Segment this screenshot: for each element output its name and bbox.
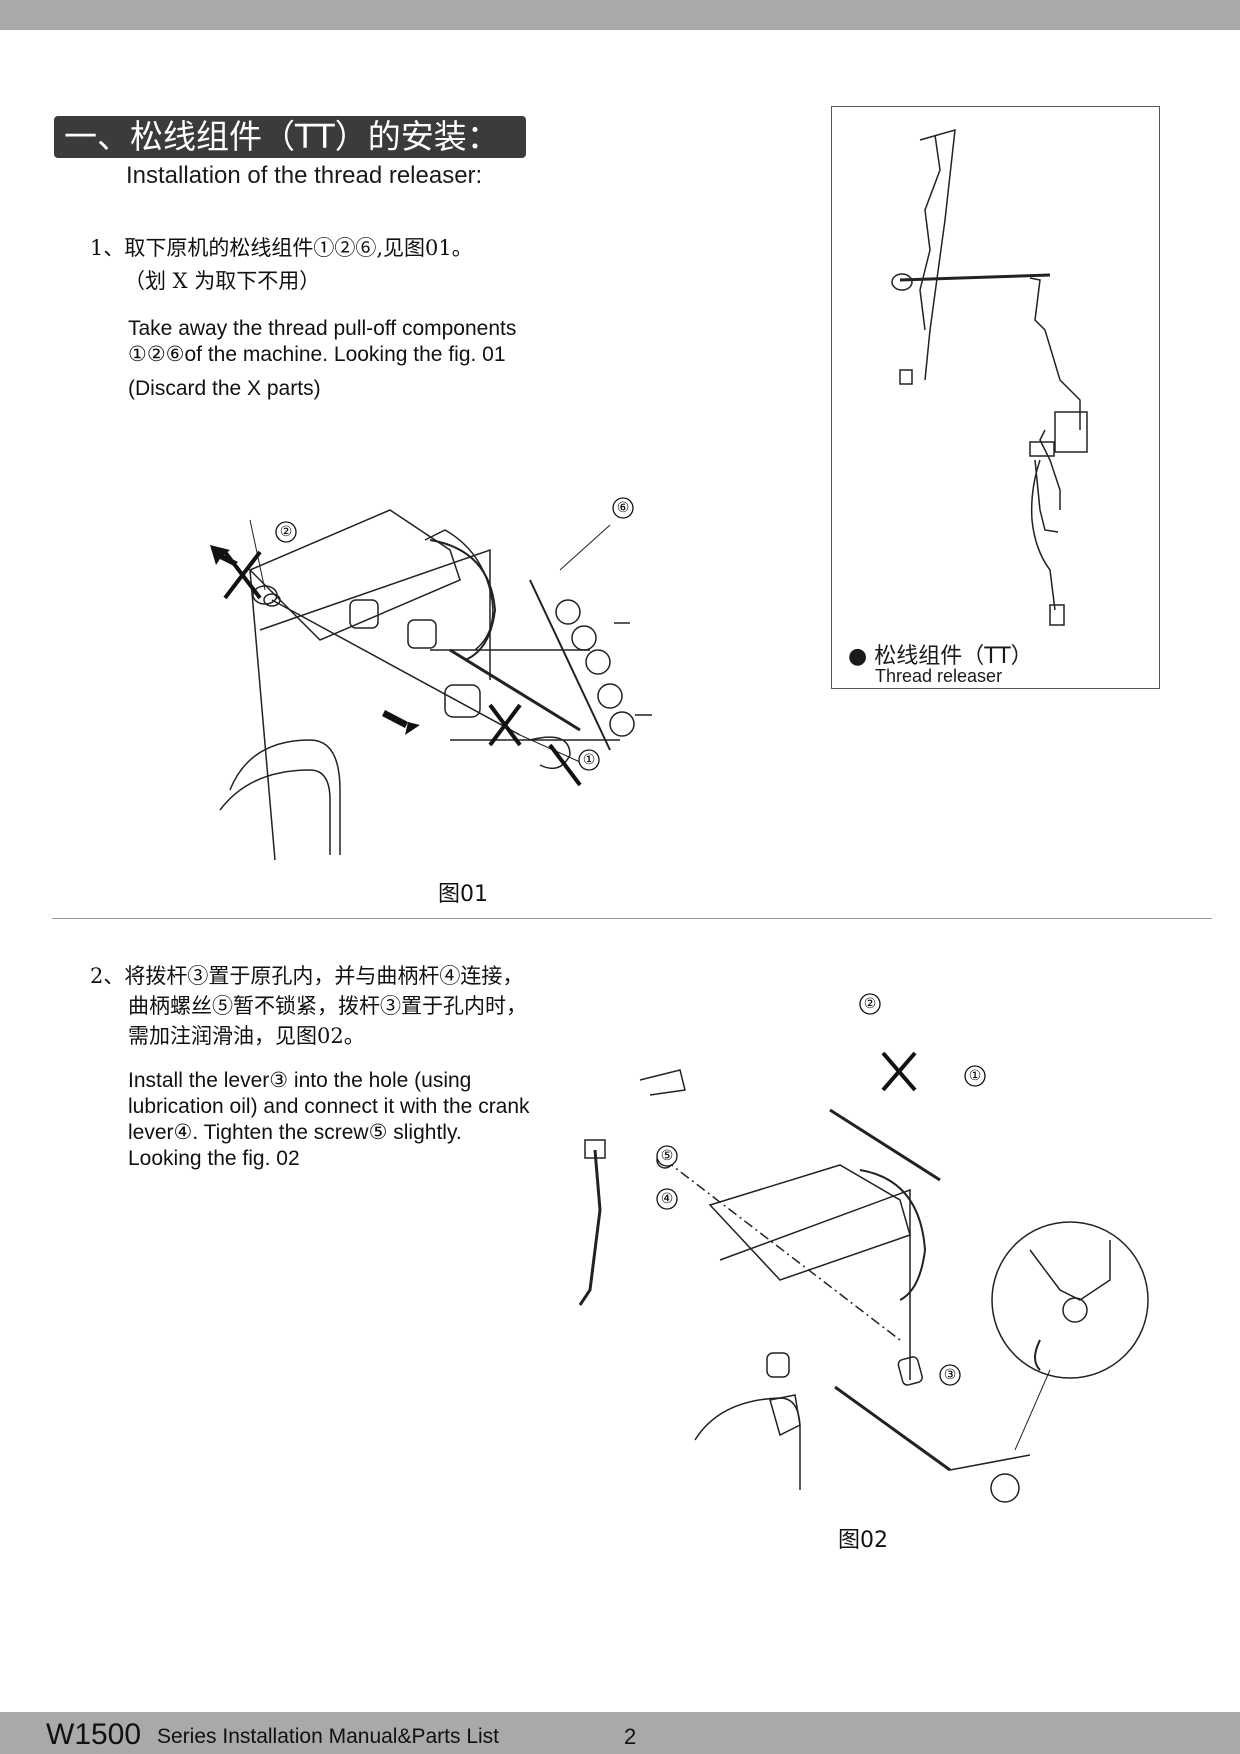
machine-base-opening [229, 739, 341, 855]
crank-lever-4 [578, 1149, 602, 1306]
bottom-bar [0, 1712, 1240, 1754]
svg-text:①: ① [969, 1068, 982, 1084]
fig02-bush-2 [766, 1352, 790, 1378]
step1-en-line3: (Discard the X parts) [128, 377, 321, 400]
step2-cn-line3: 需加注润滑油，见图02。 [128, 1024, 365, 1048]
releaser-lever [1039, 429, 1061, 510]
section-subtitle: Installation of the thread releaser: [126, 162, 483, 189]
svg-text:①: ① [583, 752, 596, 768]
detail-e-ring [1034, 1339, 1041, 1371]
fig02-axis [664, 1159, 901, 1341]
svg-text:⑥: ⑥ [617, 500, 630, 516]
fig02-base-opening [694, 1397, 801, 1490]
figure-02-drawing: ② ① ⑤ ④ ③ [578, 993, 1149, 1503]
releaser-plate [1054, 411, 1088, 453]
step2-en-line1: Install the lever③ into the hole (using [128, 1069, 472, 1092]
lever-3 [834, 1385, 951, 1472]
bush-b [407, 619, 437, 649]
discard-x-marks [223, 550, 582, 787]
detail-leader [1014, 1369, 1051, 1451]
releaser-horizontal-bar [899, 273, 1051, 282]
step2-en-line4: Looking the fig. 02 [128, 1147, 300, 1170]
svg-text:③: ③ [944, 1367, 957, 1383]
releaser-lower-arm [1034, 459, 1059, 533]
fig01-callouts: ② ⑥ ① [275, 497, 634, 771]
detail-crank [1029, 1240, 1111, 1301]
fig02-bush [897, 1356, 923, 1386]
releaser-clip [1029, 441, 1055, 457]
lever-3-end [990, 1473, 1020, 1503]
machine-arm-top [248, 509, 461, 641]
crank-block [444, 684, 481, 718]
figure-02-caption: 图02 [838, 1528, 888, 1553]
releaser-link [1029, 277, 1081, 430]
step1-cn-line1: 1、取下原机的松线组件①②⑥,见图01。 [90, 236, 473, 260]
bar-end [891, 273, 913, 291]
top-bar [0, 0, 1240, 30]
step1-en-line1: Take away the thread pull-off components [128, 317, 517, 340]
svg-text:②: ② [280, 524, 293, 540]
machine-base-inner [219, 769, 331, 855]
fig02-machine-top [708, 1164, 911, 1281]
machine-arm-front [259, 548, 491, 680]
bushing-left [263, 593, 281, 607]
inset-label-en: Thread releaser [875, 666, 1003, 686]
thread-releaser-inset [831, 106, 1160, 689]
footer-series: Series Installation Manual&Parts List [157, 1725, 499, 1748]
releaser-cable [1030, 459, 1056, 611]
crank-lever-4-head [584, 1139, 606, 1159]
releaser-cable-end [1049, 604, 1065, 626]
svg-text:④: ④ [661, 1191, 674, 1207]
detail-circle [991, 1221, 1149, 1379]
tension-knob-2 [571, 625, 597, 651]
rod-1 [449, 648, 581, 732]
releaser-vertical-rod [919, 128, 956, 381]
step2-cn-line2: 曲柄螺丝⑤暂不锁紧，拨杆③置于孔内时， [128, 994, 527, 1018]
section-title: 一、松线组件（TT）的安装： [54, 116, 526, 158]
thread-releaser-drawing [891, 128, 1088, 626]
lever-3-crank [949, 1454, 1031, 1471]
leader-6 [559, 524, 611, 571]
rod-line [271, 599, 521, 736]
direction-arrows [210, 545, 420, 735]
footer-model: W1500 [46, 1718, 142, 1751]
step1-en-line2: ①②⑥of the machine. Looking the fig. 01 [128, 343, 506, 366]
step2-cn-line1: 2、将拨杆③置于原孔内，并与曲柄杆④连接， [90, 964, 524, 988]
releaser-bottom-bracket [899, 369, 913, 385]
fig02-block-2 [639, 1069, 686, 1096]
svg-text:⑤: ⑤ [661, 1148, 674, 1164]
fig02-callouts: ② ① ⑤ ④ ③ [656, 993, 986, 1386]
handwheel-side [424, 529, 494, 651]
crank-lever [529, 736, 571, 770]
figure-01-caption: 图01 [438, 882, 488, 907]
fig02-discard-x [881, 1051, 917, 1092]
tension-knob-1 [555, 599, 581, 625]
fig02-handwheel [859, 1169, 927, 1301]
screw-2 [252, 585, 278, 605]
bush-a [349, 599, 379, 629]
section-divider [52, 918, 1212, 919]
fig02-small-block [769, 1394, 801, 1437]
figure-01-drawing: ② ⑥ ① [210, 497, 652, 861]
step1-cn-line2: （划 X 为取下不用） [124, 269, 321, 293]
machine-left-edge [249, 569, 276, 861]
tension-knob-4 [597, 683, 623, 709]
handwheel-rim [429, 539, 497, 661]
step2-en-line2: lubrication oil) and connect it with the… [128, 1095, 530, 1118]
releaser-spring [919, 134, 941, 331]
inset-label-cn: ● 松线组件（TT） [848, 644, 1033, 669]
footer-page-number: 2 [624, 1724, 637, 1749]
tension-knob-3 [585, 649, 611, 675]
fig02-rod-1 [829, 1108, 941, 1182]
tension-knob-5 [609, 711, 635, 737]
svg-text:②: ② [864, 996, 877, 1012]
tension-bracket [529, 579, 611, 751]
fig02-machine-front [719, 1188, 911, 1380]
detail-pin [1062, 1297, 1088, 1323]
step2-en-line3: lever④. Tighten the screw⑤ slightly. [128, 1121, 462, 1144]
leader-1 [519, 734, 581, 763]
